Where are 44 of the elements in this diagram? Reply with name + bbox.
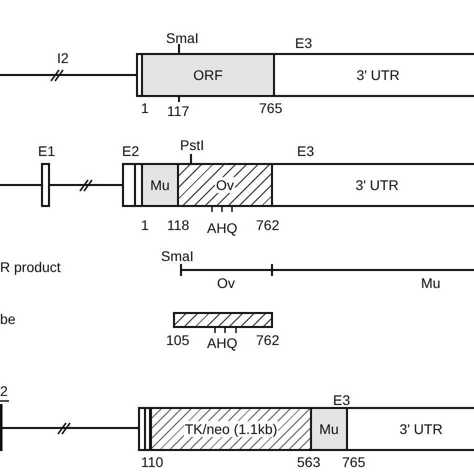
- row-label: be: [0, 311, 16, 327]
- position-number: 765: [259, 100, 282, 116]
- enzyme-site: SmaI: [166, 30, 199, 46]
- enzyme-site: PstI: [180, 137, 204, 153]
- exon-label: E3: [295, 35, 312, 51]
- enzyme-site: SmaI: [161, 248, 194, 264]
- exon-label: E1: [38, 143, 56, 159]
- row-label: R product: [0, 259, 61, 275]
- tk-neo-box: [150, 407, 312, 451]
- position-number: 563: [297, 454, 320, 470]
- mu-box: [141, 163, 179, 207]
- ov-box: [177, 163, 273, 207]
- box-label: ORF: [192, 67, 224, 83]
- orf-box: [141, 53, 275, 97]
- segment-label: Ov: [217, 275, 235, 291]
- box-label: 3' UTR: [354, 177, 400, 193]
- position-number: 762: [256, 332, 280, 348]
- box-label: 3' UTR: [398, 421, 444, 437]
- mutation-label: AHQ: [207, 220, 238, 236]
- mutation-label: AHQ: [207, 335, 238, 351]
- segment-label: Mu: [421, 275, 440, 291]
- box-label: 3' UTR: [355, 67, 401, 83]
- exon-label: E3: [333, 392, 350, 408]
- position-number: 1: [141, 217, 149, 233]
- utr-box: [271, 163, 474, 207]
- exon-label: 2: [0, 383, 8, 399]
- position-number: 110: [141, 454, 164, 470]
- position-number: 765: [342, 454, 366, 470]
- mu-box: [310, 407, 348, 451]
- utr-box: [273, 53, 474, 97]
- position-number: 762: [256, 217, 280, 233]
- position-number: 105: [166, 332, 190, 348]
- box-label: Mu: [318, 421, 340, 437]
- intron-label: I2: [57, 50, 69, 66]
- exon-label: E2: [122, 143, 140, 159]
- position-number: 117: [167, 103, 190, 119]
- box-label: TK/neo (1.1kb): [184, 421, 278, 437]
- probe-box: [173, 312, 273, 328]
- box-label: Mu: [149, 177, 171, 193]
- position-number: 118: [167, 217, 190, 233]
- box-label: Ov: [215, 177, 235, 193]
- utr-box: [346, 407, 474, 451]
- position-number: 1: [141, 100, 149, 116]
- exon-label: E3: [297, 143, 314, 159]
